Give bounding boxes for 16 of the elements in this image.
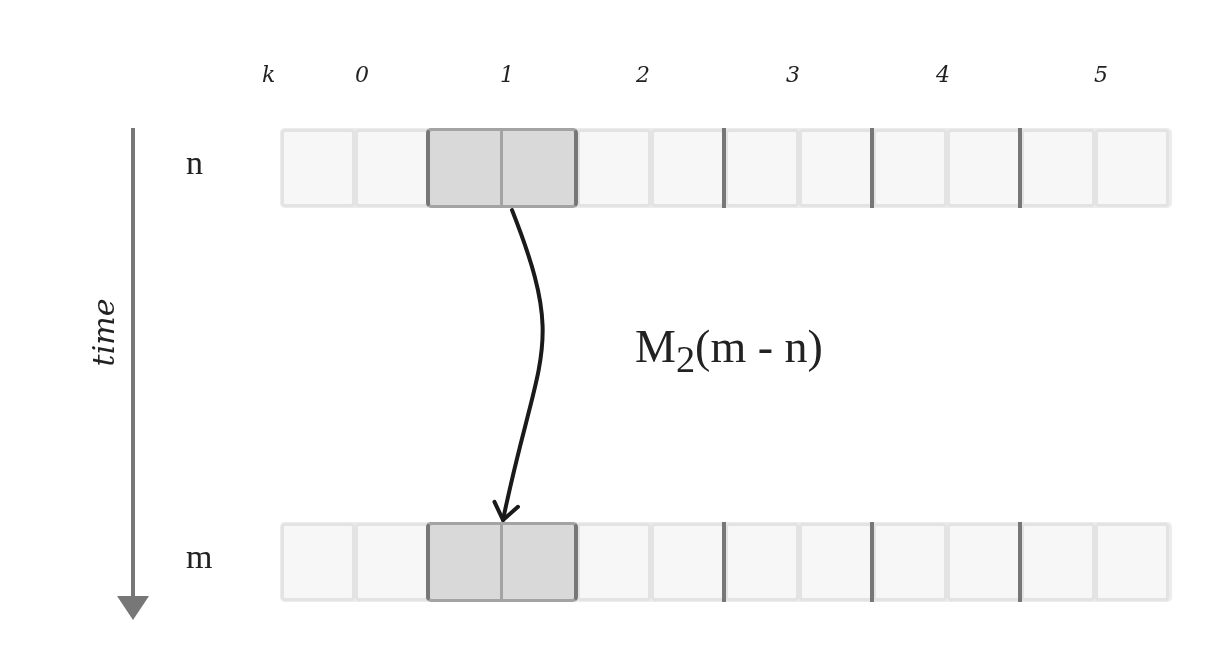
array-strip xyxy=(280,128,1172,208)
edge-label: M$_{2}$(m - n) xyxy=(635,320,823,382)
index-label: 2 xyxy=(636,62,650,87)
index-label: 1 xyxy=(500,62,514,87)
index-label: 5 xyxy=(1094,62,1108,87)
curved-arrow xyxy=(492,208,545,522)
index-label: 0 xyxy=(355,62,369,87)
row-label: n xyxy=(186,144,203,182)
index-label: 4 xyxy=(936,62,950,87)
highlighted-cells xyxy=(426,128,578,208)
axis-label: k xyxy=(262,62,276,87)
index-label: 3 xyxy=(786,62,800,87)
highlighted-cells xyxy=(426,522,578,602)
row-label: m xyxy=(186,538,213,576)
array-strip xyxy=(280,522,1172,602)
axis-label: time xyxy=(86,298,122,367)
